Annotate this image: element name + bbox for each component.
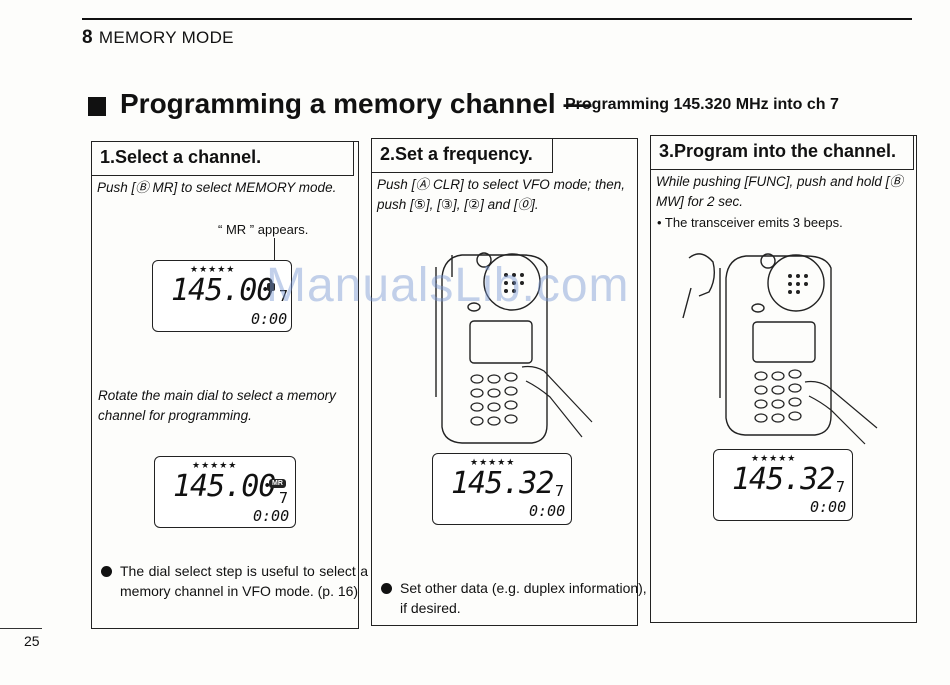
lcd-stars: ★★★★★: [190, 264, 236, 274]
page-title: Programming a memory channel —: [120, 88, 592, 119]
lcd-channel: 7: [279, 489, 289, 507]
lcd-frequency: 145.32: [732, 462, 835, 497]
lcd-stars: ★★★★★: [751, 453, 797, 463]
transceiver-hold-illustration: [682, 253, 878, 445]
lcd-stars: ★★★★★: [470, 457, 516, 467]
lcd-display-4: ★★★★★ 145.32 7 0:00: [713, 449, 853, 521]
lcd-time: 0:00: [251, 310, 288, 328]
lcd-channel: 7: [279, 287, 289, 305]
bullet-dot-icon: [381, 583, 392, 594]
lcd-time: 0:00: [529, 502, 566, 520]
step-3-beeps-note: • The transceiver emits 3 beeps.: [657, 215, 843, 230]
mr-badge: MR: [269, 479, 286, 488]
page-subtitle: Programming 145.320 MHz into ch 7: [565, 96, 839, 113]
lcd-display-3: ★★★★★ 145.32 7 0:00: [432, 453, 572, 525]
transceiver-keypad-illustration: [435, 252, 593, 444]
step-1-bullet: The dial select step is useful to select…: [100, 561, 368, 601]
lcd-time: 0:00: [810, 498, 847, 516]
lcd-channel: 7: [836, 478, 846, 496]
page-number: 25: [24, 633, 40, 649]
lcd-display-2: ★★★★★ 145.00 MR 7 0:00: [154, 456, 296, 528]
title-square-icon: [88, 97, 106, 116]
step-2-panel: 2.Set a frequency. Push [Ⓐ CLR] to selec…: [371, 138, 647, 626]
bullet-dot-icon: [101, 566, 112, 577]
lcd-frequency: 145.32: [451, 466, 554, 501]
header-rule: [82, 18, 912, 20]
lcd-frequency: 145.00: [173, 469, 276, 504]
step-1-panel: 1.Select a channel. Push [Ⓑ MR] to selec…: [91, 141, 368, 629]
step-3-instruction: While pushing [FUNC], push and hold [Ⓑ M…: [656, 174, 903, 209]
step-2-instruction: Push [Ⓐ CLR] to select VFO mode; then, p…: [377, 177, 625, 212]
step-1-instruction: Push [Ⓑ MR] to select MEMORY mode.: [97, 180, 337, 195]
mr-indicator-icon: [267, 283, 275, 291]
lcd-channel: 7: [555, 482, 565, 500]
step-1-rotate-instruction: Rotate the main dial to select a memory …: [98, 388, 336, 423]
step-3-heading: 3.Program into the channel.: [651, 136, 914, 170]
step-1-appears-note: “ MR ” appears.: [218, 222, 309, 237]
lcd-frequency: 145.00: [171, 273, 274, 308]
section-title: MEMORY MODE: [98, 28, 234, 47]
step-3-panel: 3.Program into the channel. While pushin…: [650, 135, 917, 623]
section-header: 8 MEMORY MODE: [82, 27, 234, 49]
step-1-heading: 1.Select a channel.: [92, 142, 354, 176]
lcd-time: 0:00: [253, 507, 290, 525]
section-number: 8: [82, 27, 93, 48]
page-number-rule: [0, 628, 42, 629]
lcd-stars: ★★★★★: [192, 460, 238, 470]
lcd-display-1: ★★★★★ 145.00 7 0:00: [152, 260, 292, 332]
watermark: ManualsLib.com: [266, 259, 630, 312]
step-2-heading: 2.Set a frequency.: [372, 139, 553, 173]
step-2-bullet: Set other data (e.g. duplex information)…: [380, 578, 650, 618]
indicator-line: [274, 238, 275, 268]
